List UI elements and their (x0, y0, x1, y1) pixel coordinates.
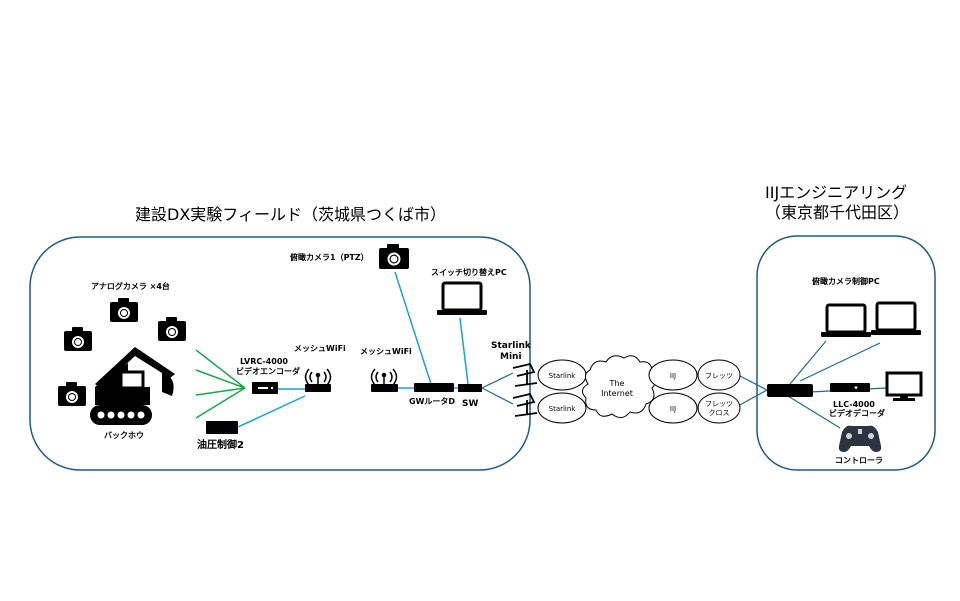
laptop-icon (821, 303, 871, 337)
wan-links (481, 340, 887, 429)
ptz-camera-label: 俯瞰カメラ1（PTZ） (290, 253, 369, 262)
camera-icon (110, 298, 138, 322)
office-region-title-line2: （東京都千代田区） (765, 203, 910, 222)
flets-cross-oval (697, 392, 741, 424)
starlink-oval-top-label: Starlink (549, 372, 577, 380)
encoder-label-line2: ビデオエンコーダ (236, 367, 300, 376)
backhoe-label: バックホウ (104, 431, 144, 440)
starlink-oval-bottom-label: Starlink (549, 405, 577, 413)
switch-icon (458, 384, 482, 392)
analog-cameras-label: アナログカメラ ×4台 (91, 282, 170, 291)
flets-oval-top (697, 359, 741, 391)
iij-oval-top-label: IIJ (670, 372, 676, 380)
decoder-label-line2: ビデオデコーダ (829, 409, 885, 418)
field-region-title: 建設DX実験フィールド（茨城県つくば市） (135, 205, 446, 224)
encoder-label-line1: LVRC-4000 (240, 357, 288, 366)
encoder-icon (252, 382, 278, 394)
controller-label: コントローラ (835, 456, 883, 465)
gw-router-label: GWルータD (409, 397, 456, 406)
office-region-border (756, 235, 936, 471)
iij-oval-bottom-label: IIJ (670, 405, 676, 413)
field-region-border (29, 236, 531, 471)
office-region-title-line1: IIJエンジニアリング (765, 183, 908, 202)
internet-label-line1: The (609, 379, 625, 388)
ptz-camera-icon (379, 244, 409, 269)
decoder-icon (830, 383, 870, 392)
internet-label-line2: Internet (601, 389, 633, 398)
sw-label: SW (462, 399, 479, 409)
camera-icon (58, 382, 86, 406)
mesh-wifi-1-label: メッシュWiFi (294, 344, 346, 353)
decoder-label-line1: LLC-4000 (833, 400, 875, 409)
starlink-mini-label-line2: Mini (500, 352, 522, 362)
hydraulic-controller-icon (206, 421, 238, 434)
backhoe-icon (90, 347, 175, 425)
hydraulic-control-label: 油圧制御2 (197, 440, 244, 451)
internet-cloud-icon (582, 355, 657, 418)
mesh-wifi-icon (370, 368, 398, 392)
iij-oval-bottom (648, 392, 698, 424)
mesh-wifi-2-label: メッシュWiFi (360, 347, 412, 356)
gw-router-icon (414, 383, 454, 392)
starlink-oval-bottom (537, 392, 587, 424)
camera-icon (158, 317, 186, 341)
game-controller-icon (838, 425, 882, 452)
starlink-mini-label-line1: Starlink (491, 341, 531, 351)
mesh-wifi-icon (304, 368, 332, 392)
laptop-icon (871, 301, 921, 335)
camera-control-pc-label: 俯瞰カメラ制御PC (812, 277, 880, 286)
camera-icon (64, 327, 92, 351)
switch-pc-label: スイッチ切り替えPC (431, 268, 507, 277)
flets-oval-top-label: フレッツ (705, 372, 733, 380)
office-router-icon (767, 384, 813, 397)
starlink-dish-icon (512, 392, 538, 417)
flets-cross-label-line2: クロス (709, 409, 730, 417)
starlink-dish-icon (512, 362, 538, 387)
monitor-icon (885, 371, 923, 401)
flets-cross-label-line1: フレッツ (705, 400, 733, 408)
analog-camera-links (195, 349, 246, 419)
lan-links (237, 271, 469, 428)
laptop-icon (437, 281, 487, 315)
iij-oval-top (648, 359, 698, 391)
